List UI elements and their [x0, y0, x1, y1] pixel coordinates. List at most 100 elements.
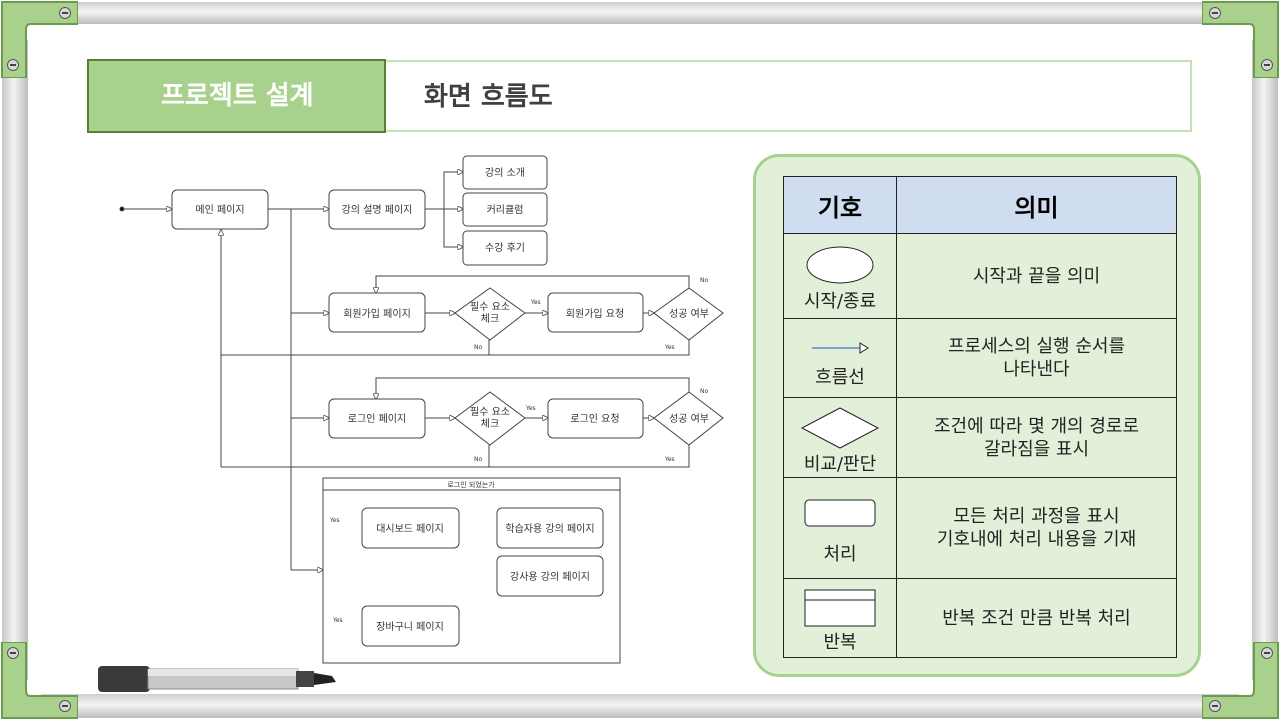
legend-meaning-line: 나타낸다: [1003, 359, 1070, 380]
legend-header-symbol: 기호: [783, 176, 897, 234]
node-login-check: [454, 391, 526, 446]
label-yes: Yes: [332, 617, 343, 624]
legend-meaning-line: 갈라짐을 표시: [983, 438, 1090, 460]
arrow-symbol-icon: [812, 342, 869, 354]
legend-meaning-line: 모든 처리 과정을 표시: [953, 506, 1120, 527]
label-login-success: 성공 여부: [669, 413, 709, 425]
screw-icon: [59, 700, 71, 712]
node-cart: [361, 605, 460, 647]
flow-line: [376, 275, 690, 293]
corner-bracket-top-right: [1202, 1, 1279, 78]
ellipse-symbol-icon: [806, 246, 874, 284]
legend-symbol-cell: 처리: [783, 477, 897, 579]
label-login-check-2: 체크: [481, 418, 499, 430]
node-signup-page: [328, 292, 426, 333]
flow-line: [376, 377, 690, 399]
flow-line: [443, 172, 463, 209]
legend-row: 흐름선 프로세스의 실행 순서를 나타낸다: [783, 318, 1177, 398]
legend-table: 기호 의미 시작/종료 시작과 끝을 의미 흐름선 프로세스의 실행 순서를 나…: [783, 176, 1177, 658]
node-dashboard: [361, 507, 460, 549]
process-symbol-icon: [804, 499, 876, 527]
legend-symbol-cell: 반복: [783, 578, 897, 658]
label-no: No: [700, 388, 708, 395]
node-login-request: [547, 398, 644, 439]
legend-symbol-label: 시작/종료: [803, 291, 877, 312]
label-student-course: 학습자용 강의 페이지: [505, 523, 594, 535]
label-signup-page: 회원가입 페이지: [343, 307, 411, 320]
node-curriculum: [462, 192, 548, 227]
screw-icon: [7, 59, 19, 71]
legend-meaning-line: 조건에 따라 몇 개의 경로로: [933, 415, 1140, 437]
legend-symbol-label: 흐름선: [815, 367, 865, 388]
legend-header-meaning: 의미: [896, 176, 1177, 234]
legend-symbol-cell: 시작/종료: [783, 233, 897, 319]
node-signup-success: [653, 287, 724, 341]
legend-meaning-cell: 프로세스의 실행 순서를 나타낸다: [896, 318, 1177, 398]
flow-line: [443, 209, 463, 247]
corner-bracket-top-left: [1, 1, 78, 78]
label-yes: Yes: [530, 299, 541, 306]
legend-row: 비교/판단 조건에 따라 몇 개의 경로로 갈라짐을 표시: [783, 397, 1177, 478]
legend-row: 반복 반복 조건 만큼 반복 처리: [783, 578, 1177, 658]
label-no: No: [474, 456, 482, 463]
board-frame-bottom: [40, 694, 1240, 718]
node-login-success: [653, 391, 724, 446]
legend-meaning-cell: 반복 조건 만큼 반복 처리: [896, 578, 1177, 658]
label-dashboard: 대시보드 페이지: [376, 523, 444, 535]
label-review: 수강 후기: [485, 242, 525, 254]
legend-meaning-cell: 조건에 따라 몇 개의 경로로 갈라짐을 표시: [896, 397, 1177, 478]
legend-meaning-line: 반복 조건 만큼 반복 처리: [942, 607, 1131, 629]
label-yes: Yes: [664, 456, 675, 463]
screw-icon: [1209, 7, 1221, 19]
flow-line: [489, 445, 690, 468]
legend-meaning-line: 프로세스의 실행 순서를: [947, 336, 1126, 357]
screw-icon: [7, 647, 19, 659]
legend-symbol-label: 비교/판단: [803, 453, 877, 475]
node-signup-request: [547, 292, 644, 333]
node-main-page: [171, 189, 269, 230]
label-login-check-1: 필수 요소: [470, 406, 510, 418]
label-course-detail: 강의 설명 페이지: [342, 204, 413, 216]
board-frame-top: [40, 2, 1240, 24]
node-review: [462, 230, 548, 266]
label-no: No: [700, 277, 708, 284]
page-title: 화면 흐름도: [386, 60, 1192, 132]
label-curriculum: 커리큘럼: [487, 203, 524, 216]
label-signup-request: 회원가입 요청: [566, 307, 624, 320]
board-frame-left: [2, 40, 28, 680]
corner-bracket-bottom-right: [1202, 642, 1279, 719]
legend-header-row: 기호 의미: [783, 176, 1177, 234]
label-course-intro: 강의 소개: [485, 167, 525, 179]
legend-symbol-label: 처리: [823, 544, 857, 565]
legend-meaning-line: 기호내에 처리 내용을 기재: [936, 529, 1137, 550]
legend-row: 처리 모든 처리 과정을 표시 기호내에 처리 내용을 기재: [783, 477, 1177, 579]
marker-pen-icon: [98, 666, 336, 692]
flow-line: [489, 340, 690, 356]
label-cart: 장바구니 페이지: [376, 621, 444, 633]
label-login-loop: 로그인 되었는가: [447, 480, 495, 489]
node-course-detail: [328, 189, 426, 230]
node-instructor-course: [496, 555, 604, 597]
label-signup-check-1: 필수 요소: [470, 301, 510, 313]
label-yes: Yes: [329, 517, 340, 524]
corner-bracket-bottom-left: [1, 642, 78, 719]
flow-line: [221, 445, 490, 468]
section-label: 프로젝트 설계: [87, 59, 386, 133]
label-no: No: [474, 344, 482, 351]
label-login-request: 로그인 요청: [570, 413, 619, 425]
label-main-page: 메인 페이지: [195, 204, 244, 216]
diamond-symbol-icon: [800, 406, 880, 449]
screw-icon: [1261, 647, 1273, 659]
label-signup-check-2: 체크: [481, 313, 499, 325]
label-signup-success: 성공 여부: [669, 308, 709, 320]
node-course-intro: [462, 155, 548, 190]
label-yes: Yes: [664, 344, 675, 351]
label-instructor-course: 강사용 강의 페이지: [510, 571, 590, 583]
legend-meaning-cell: 시작과 끝을 의미: [896, 233, 1177, 319]
legend-meaning-line: 시작과 끝을 의미: [972, 265, 1101, 287]
node-signup-check: [454, 287, 526, 341]
legend-meaning-cell: 모든 처리 과정을 표시 기호내에 처리 내용을 기재: [896, 477, 1177, 579]
legend-symbol-cell: 흐름선: [783, 318, 897, 398]
screw-icon: [59, 7, 71, 19]
board-frame-right: [1252, 40, 1278, 680]
